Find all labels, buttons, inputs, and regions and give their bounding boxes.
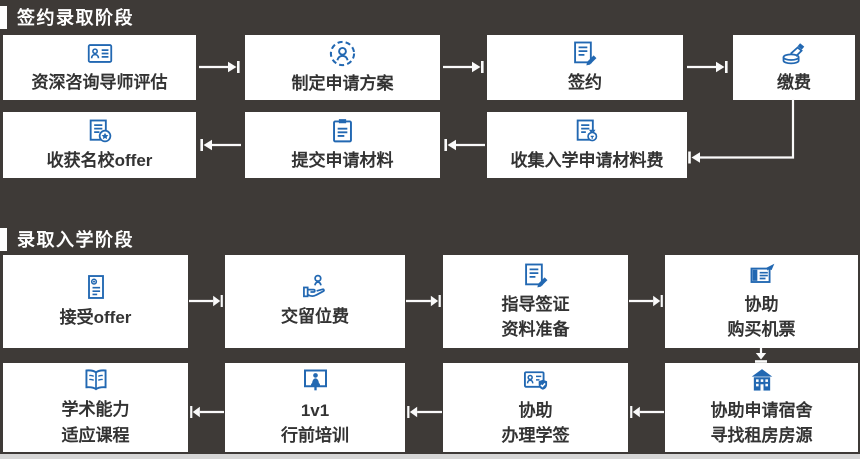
step-label: 1v1 行前培训 — [281, 400, 349, 446]
hand-person-icon — [300, 273, 330, 301]
header-bar — [0, 5, 7, 29]
step-make-application-plan: 制定申请方案 — [245, 35, 440, 100]
arrow-right-icon — [687, 59, 729, 75]
elbow-connector-left-icon — [687, 97, 797, 165]
ticket-plane-icon — [747, 261, 777, 289]
step-label: 协助 购买机票 — [727, 294, 796, 340]
offer-document-icon — [82, 272, 110, 302]
step-pay-fee: 缴费 — [733, 35, 855, 100]
arrow-right-icon — [199, 59, 241, 75]
step-label: 接受offer — [59, 308, 132, 328]
arrow-left-icon — [189, 404, 224, 420]
step-label: 交留位费 — [281, 307, 349, 327]
step-label: 协助 办理学签 — [501, 400, 570, 446]
visa-check-icon — [521, 367, 551, 395]
section-2-title: 录取入学阶段 — [17, 230, 134, 250]
header-bar — [0, 227, 7, 251]
step-label: 制定申请方案 — [291, 73, 394, 93]
arrow-left-icon — [199, 137, 241, 153]
arrow-down-icon — [753, 348, 769, 363]
step-label: 提交申请材料 — [291, 151, 394, 171]
step-accept-offer: 接受offer — [3, 255, 188, 348]
arrow-right-icon — [629, 293, 664, 309]
step-senior-consultant-evaluation: 资深咨询导师评估 — [3, 35, 196, 100]
step-label: 指导签证 资料准备 — [501, 294, 570, 340]
clipboard-icon — [328, 116, 357, 145]
step-label: 收集入学申请材料费 — [510, 150, 664, 170]
arrow-left-icon — [443, 137, 485, 153]
step-label: 资深咨询导师评估 — [31, 72, 168, 92]
document-pen-icon — [570, 39, 600, 67]
dormitory-building-icon — [747, 367, 777, 395]
arrow-right-icon — [443, 59, 485, 75]
step-label: 协助申请宿舍 寻找租房房源 — [710, 400, 813, 446]
step-academic-adaptation-course: 学术能力 适应课程 — [3, 363, 188, 452]
step-receive-offer: 收获名校offer — [3, 112, 196, 178]
open-book-icon — [80, 367, 112, 394]
section-2-header: 录取入学阶段 — [0, 226, 134, 252]
step-assist-student-visa: 协助 办理学签 — [443, 363, 628, 452]
bottom-strip — [0, 454, 860, 459]
step-label: 学术能力 适应课程 — [61, 400, 130, 445]
step-pay-seat-deposit: 交留位费 — [225, 255, 405, 348]
person-circle-icon — [328, 39, 357, 68]
step-label: 缴费 — [777, 73, 811, 93]
step-collect-admission-material-fee: 收集入学申请材料费 — [487, 112, 687, 178]
payment-hand-icon — [779, 39, 809, 67]
section-1-title: 签约录取阶段 — [17, 8, 134, 28]
arrow-right-icon — [406, 293, 442, 309]
step-label: 收获名校offer — [46, 150, 153, 170]
document-star-icon — [85, 117, 115, 145]
step-sign-contract: 签约 — [487, 35, 683, 100]
document-pen-icon — [521, 261, 551, 289]
section-1-header: 签约录取阶段 — [0, 4, 134, 30]
id-card-icon — [85, 40, 115, 67]
arrow-left-icon — [406, 404, 442, 420]
step-visa-material-guidance: 指导签证 资料准备 — [443, 255, 628, 348]
step-1v1-pre-departure-training: 1v1 行前培训 — [225, 363, 405, 452]
step-assist-dormitory-housing: 协助申请宿舍 寻找租房房源 — [665, 363, 858, 452]
presentation-icon — [301, 367, 330, 395]
document-money-icon — [572, 117, 602, 145]
step-label: 签约 — [568, 73, 602, 93]
arrow-left-icon — [629, 404, 664, 420]
step-submit-application-materials: 提交申请材料 — [245, 112, 440, 178]
step-assist-buy-flight-ticket: 协助 购买机票 — [665, 255, 858, 348]
arrow-right-icon — [189, 293, 224, 309]
